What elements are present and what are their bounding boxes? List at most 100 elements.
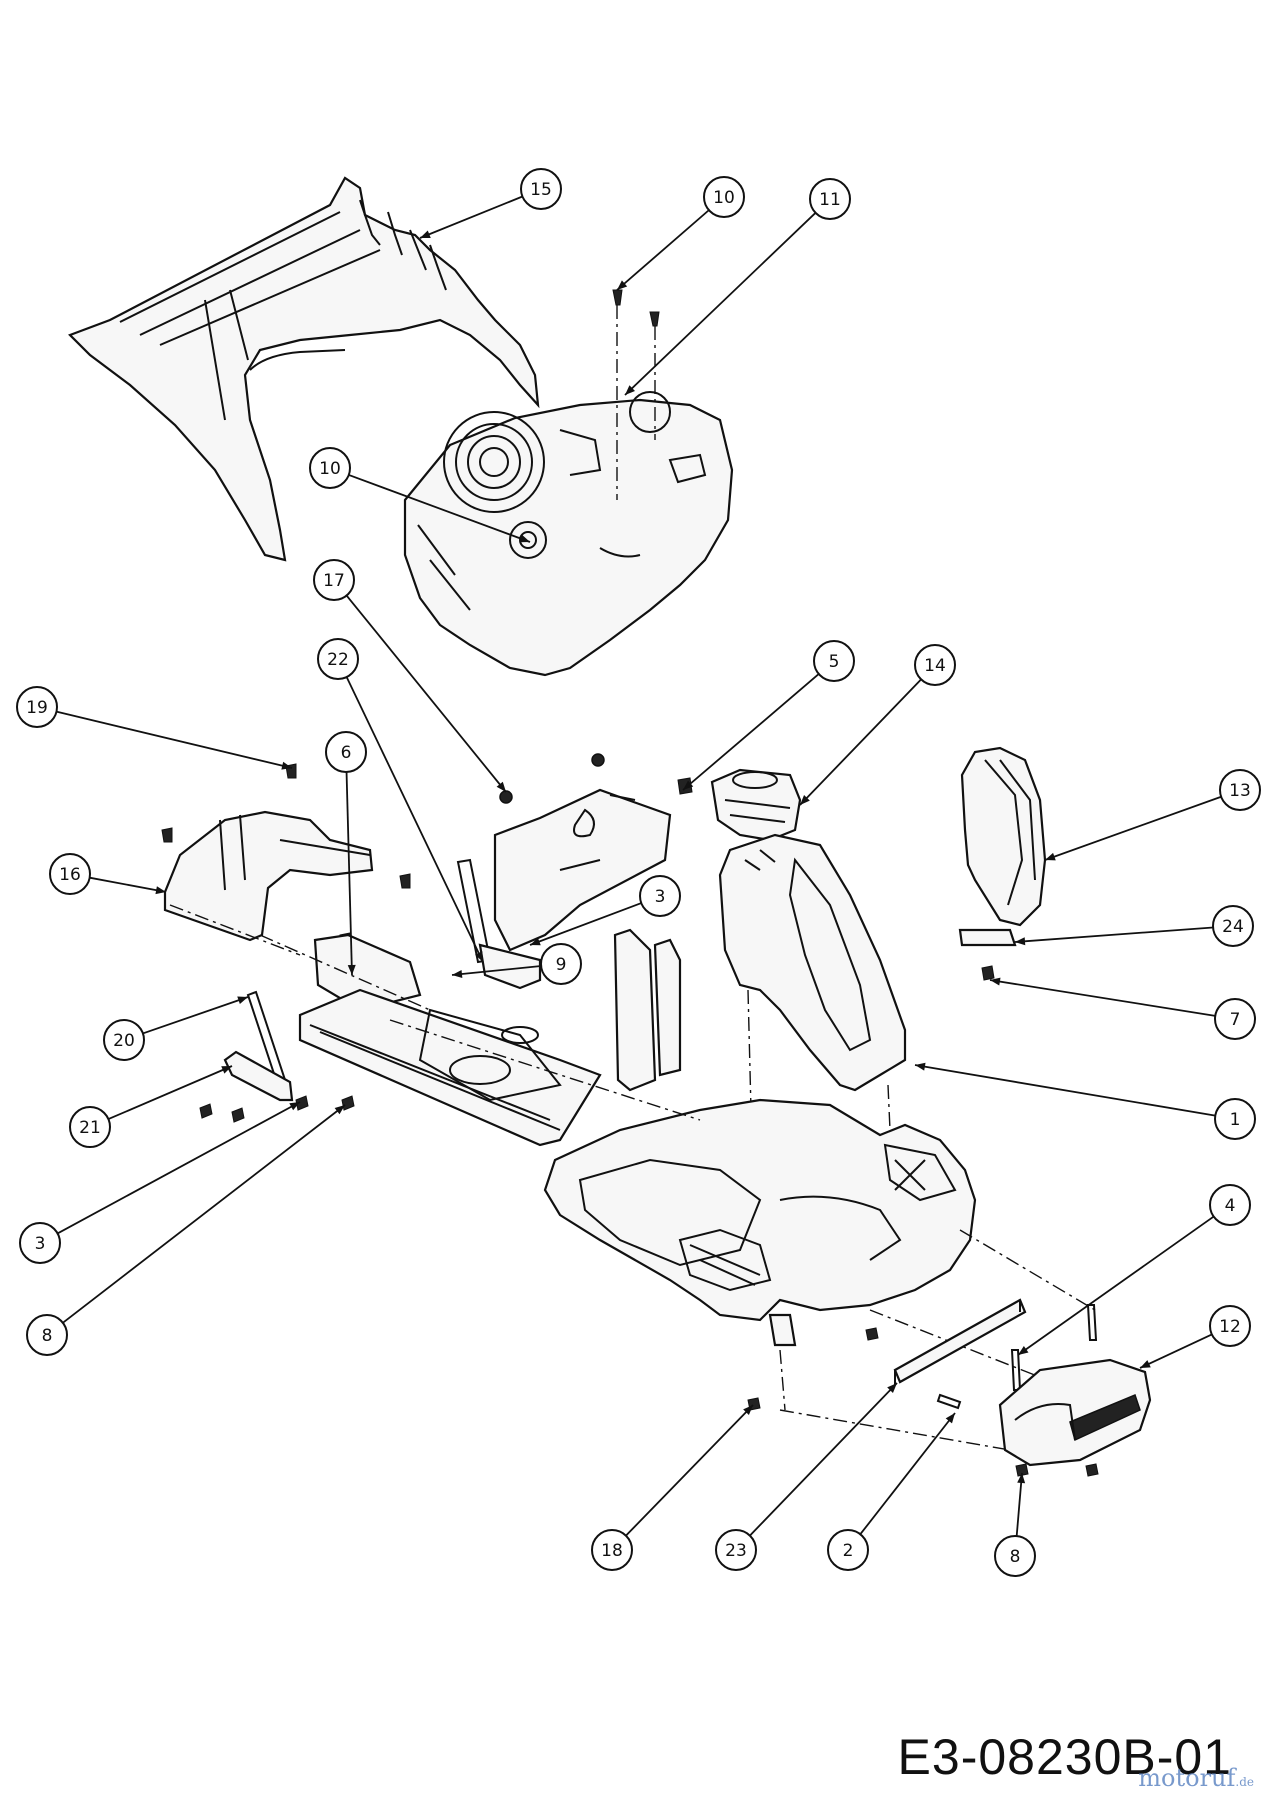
- drawing-code: E3-08230B-01: [897, 1729, 1232, 1785]
- callout-circle-15: [520, 168, 562, 210]
- callout-circle-19: [16, 686, 58, 728]
- callout-circle-17: [313, 559, 355, 601]
- leader-line-7: [989, 979, 1216, 1017]
- callout-circle-22: [317, 638, 359, 680]
- callout-label-12: 12: [1219, 1317, 1241, 1337]
- part-14-column-cover: [710, 768, 802, 842]
- callout-label-20: 20: [113, 1031, 135, 1051]
- leader-arrow-9: [452, 970, 463, 978]
- watermark-name: motoruf: [1138, 1764, 1236, 1792]
- leader-arrow-11: [625, 385, 635, 395]
- callout-circle-24: [1212, 905, 1254, 947]
- callout-circle-11: [809, 178, 851, 220]
- leader-arrow-8a: [334, 1105, 345, 1115]
- leader-line-8a: [62, 1104, 346, 1324]
- watermark-logo: motoruf.de: [1138, 1764, 1254, 1792]
- callout-circle-20: [103, 1019, 145, 1061]
- callout-label-3a: 3: [655, 887, 666, 907]
- callout-label-14: 14: [924, 656, 946, 676]
- leader-line-16: [89, 876, 167, 893]
- leader-arrow-8b: [1017, 1473, 1026, 1484]
- callout-label-9: 9: [556, 955, 567, 975]
- part-23-bracket-bar: [747, 1298, 1027, 1411]
- callout-circle-8b: [994, 1535, 1036, 1577]
- leader-line-9: [451, 965, 542, 976]
- leader-arrow-18: [743, 1405, 753, 1415]
- leader-arrow-15: [420, 230, 431, 238]
- callout-circle-3b: [19, 1222, 61, 1264]
- part-13-side-panel: [958, 746, 1047, 981]
- callout-label-21: 21: [79, 1118, 101, 1138]
- part-1-steering-console: [718, 833, 907, 1151]
- leader-arrow-3a: [530, 937, 541, 946]
- leader-arrow-23: [887, 1383, 897, 1393]
- part-16-left-bracket: [161, 763, 411, 947]
- leader-arrow-10b: [519, 534, 530, 543]
- callout-label-24: 24: [1222, 917, 1244, 937]
- callout-label-1: 1: [1230, 1110, 1241, 1130]
- leader-line-17: [345, 594, 507, 793]
- callout-label-11: 11: [819, 190, 841, 210]
- callout-label-18: 18: [601, 1541, 623, 1561]
- leader-arrow-10a: [617, 280, 628, 290]
- callout-label-13: 13: [1229, 781, 1251, 801]
- leader-line-23: [749, 1382, 898, 1537]
- leader-arrow-5: [683, 780, 694, 790]
- callout-circle-3a: [639, 875, 681, 917]
- leader-line-3b: [57, 1101, 301, 1235]
- leader-arrow-14: [800, 795, 810, 805]
- callout-label-3b: 3: [35, 1234, 46, 1254]
- leader-arrow-6: [347, 964, 356, 975]
- leader-line-2: [859, 1412, 956, 1535]
- callout-label-4: 4: [1225, 1196, 1236, 1216]
- part-6-plate: [313, 933, 422, 1012]
- callout-label-16: 16: [59, 865, 81, 885]
- callout-label-8a: 8: [42, 1326, 53, 1346]
- leader-arrow-12: [1140, 1360, 1151, 1368]
- callout-label-7: 7: [1230, 1010, 1241, 1030]
- leader-line-20: [142, 996, 249, 1035]
- leader-line-13: [1044, 795, 1222, 861]
- leader-line-8b: [1015, 1472, 1023, 1537]
- leader-line-19: [56, 710, 293, 769]
- leader-line-18: [625, 1404, 754, 1537]
- leader-arrow-13: [1045, 852, 1056, 861]
- leader-line-14: [799, 678, 922, 806]
- callout-circle-18: [591, 1529, 633, 1571]
- part-17-support-plate: [493, 753, 672, 952]
- callout-label-22: 22: [327, 650, 349, 670]
- leader-arrow-2: [945, 1413, 955, 1424]
- callout-label-10a: 10: [713, 188, 735, 208]
- part-15-rear-fender: [68, 176, 540, 562]
- leader-arrow-17: [496, 781, 506, 792]
- callout-circle-21: [69, 1106, 111, 1148]
- part-20-21-brackets: [199, 990, 355, 1123]
- callout-circle-23: [715, 1529, 757, 1571]
- callout-circle-1: [1214, 1098, 1256, 1140]
- leader-line-11: [624, 212, 817, 396]
- callout-circle-16: [49, 853, 91, 895]
- part-24-bracket: [958, 928, 1017, 947]
- callout-label-19: 19: [26, 698, 48, 718]
- leader-arrow-16: [155, 886, 166, 895]
- leader-line-15: [419, 195, 523, 239]
- leader-arrow-7: [990, 977, 1001, 986]
- leader-line-10b: [348, 474, 531, 543]
- callout-circle-8a: [26, 1314, 68, 1356]
- leader-line-5: [682, 673, 820, 791]
- callout-circle-4: [1209, 1184, 1251, 1226]
- callout-circle-9: [540, 943, 582, 985]
- callout-label-10b: 10: [319, 459, 341, 479]
- leader-arrow-21: [221, 1066, 232, 1074]
- leader-arrow-4: [1018, 1345, 1029, 1355]
- callout-circle-14: [914, 644, 956, 686]
- main-frame: [298, 928, 682, 1147]
- leader-line-3a: [529, 902, 642, 946]
- leader-arrow-19: [281, 761, 292, 770]
- part-22-rod: [456, 858, 542, 990]
- part-7-fastener: [981, 965, 995, 981]
- callout-circle-5: [813, 640, 855, 682]
- watermark-tld: .de: [1235, 1775, 1254, 1789]
